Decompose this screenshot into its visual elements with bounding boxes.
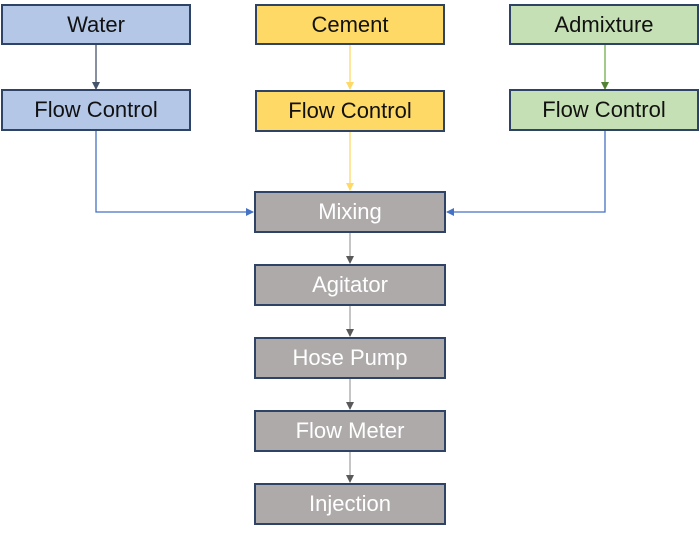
node-agitator-label: Agitator bbox=[312, 272, 388, 297]
edge-admixture-flow-control-to-mixing bbox=[446, 130, 606, 216]
node-flow-control-admixture: Flow Control bbox=[509, 89, 699, 131]
node-cement: Cement bbox=[255, 4, 445, 45]
node-cement-label: Cement bbox=[311, 11, 389, 37]
node-admixture-label: Admixture bbox=[554, 11, 654, 37]
node-water: Water bbox=[1, 4, 191, 45]
node-hose-pump: Hose Pump bbox=[254, 337, 446, 379]
node-mixing-label: Mixing bbox=[318, 199, 382, 224]
node-injection: Injection bbox=[254, 483, 446, 525]
node-agitator: Agitator bbox=[254, 264, 446, 306]
node-flow-control-water-label: Flow Control bbox=[34, 97, 158, 122]
edge-water-flow-control-to-mixing bbox=[95, 130, 254, 216]
node-mixing: Mixing bbox=[254, 191, 446, 233]
node-flow-meter: Flow Meter bbox=[254, 410, 446, 452]
node-flow-control-cement: Flow Control bbox=[255, 90, 445, 132]
node-flow-control-water: Flow Control bbox=[1, 89, 191, 131]
node-water-label: Water bbox=[67, 11, 125, 37]
node-flow-control-cement-label: Flow Control bbox=[288, 98, 412, 123]
node-hose-pump-label: Hose Pump bbox=[292, 345, 408, 370]
node-flow-control-admixture-label: Flow Control bbox=[542, 97, 666, 122]
node-admixture: Admixture bbox=[509, 4, 699, 45]
node-flow-meter-label: Flow Meter bbox=[295, 418, 405, 443]
node-injection-label: Injection bbox=[309, 491, 391, 516]
